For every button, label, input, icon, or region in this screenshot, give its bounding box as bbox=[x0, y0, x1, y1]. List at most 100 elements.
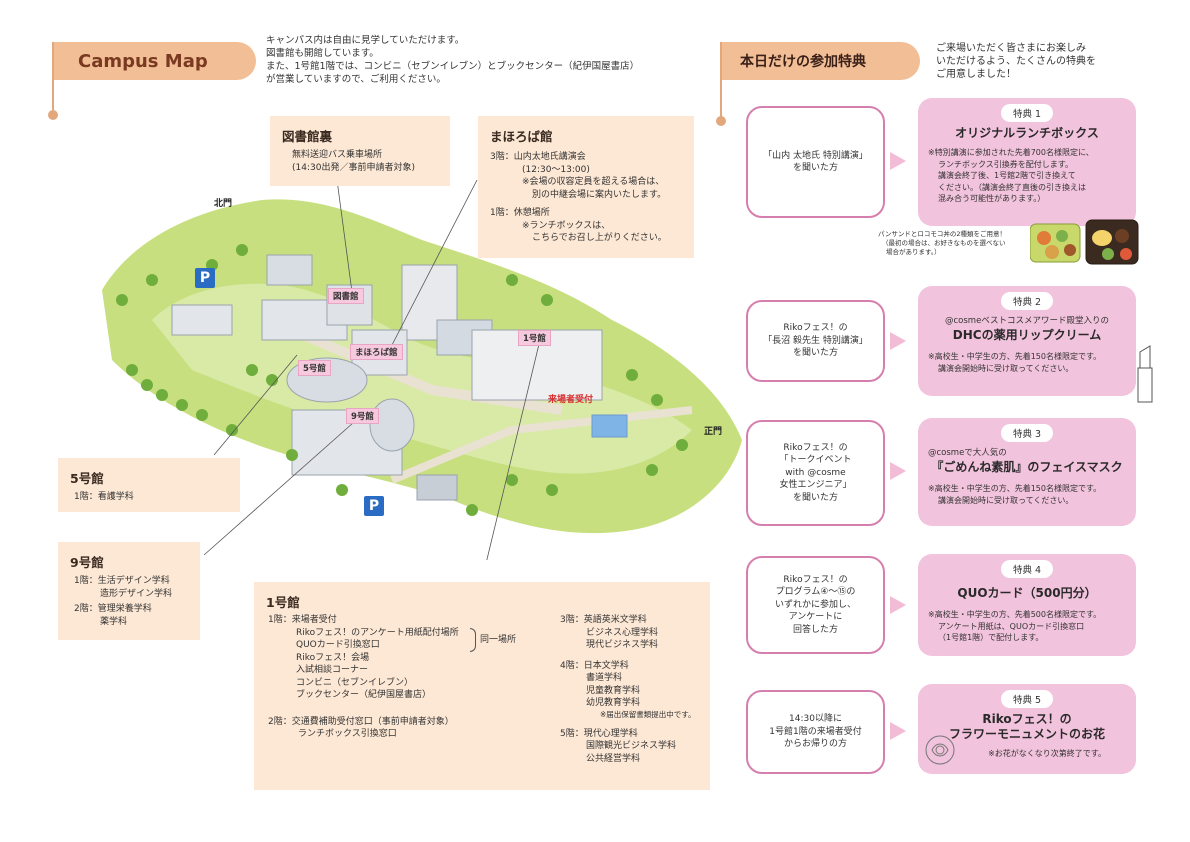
benefit-note: ※特別講演に参加された先着700名様限定に、 bbox=[928, 148, 1094, 157]
lipstick-icon bbox=[1132, 344, 1158, 408]
box-line: 1階：来場者受付 bbox=[268, 615, 337, 625]
box-line: こちらでお召し上がりください。 bbox=[532, 233, 667, 243]
map-label-north-gate: 北門 bbox=[214, 199, 233, 209]
box-line: 2階：交通費補助受付窓口（事前申請者対象） bbox=[268, 716, 454, 727]
cond-line: Rikoフェス！の bbox=[783, 574, 848, 585]
box-mahoroba: まほろば館 3階：山内太地氏講演会 (12:30～13:00) ※会場の収容定員… bbox=[478, 116, 694, 258]
box-bldg1: 1号館 1階：来場者受付 Rikoフェス！のアンケート用紙配付場所 QUOカード… bbox=[254, 582, 710, 790]
intro-line: いただけるよう、たくさんの特典を bbox=[936, 56, 1096, 67]
cond-line: 「トークイベント bbox=[779, 455, 852, 466]
parking-icon: P bbox=[364, 496, 384, 516]
benefit-3-condition: Rikoフェス！の 「トークイベント with @cosme 女性エンジニア」 … bbox=[746, 420, 885, 526]
campus-map-illustration: 図書館 まほろば館 5号館 9号館 1号館 来場者受付 北門 正門 P P bbox=[92, 179, 752, 581]
box-line: 3階：英語英米文学科 bbox=[560, 615, 647, 625]
benefits-tab-dot bbox=[716, 116, 726, 126]
box-line: ※会場の収容定員を超える場合は、 bbox=[522, 177, 665, 187]
box-line: (14:30出発／事前申請者対象) bbox=[292, 162, 415, 173]
intro-line: ご来場いただく皆さまにお楽しみ bbox=[936, 43, 1086, 54]
benefit-note: ※お花がなくなり次第終了です。 bbox=[988, 749, 1106, 758]
cond-line: 回答した方 bbox=[792, 624, 838, 635]
map-label-library[interactable]: 図書館 bbox=[328, 288, 364, 304]
benefits-tab-line bbox=[720, 42, 722, 118]
benefits-intro: ご来場いただく皆さまにお楽しみ いただけるよう、たくさんの特典を ご用意しました… bbox=[936, 42, 1176, 81]
benefit-title: オリジナルランチボックス bbox=[955, 126, 1099, 140]
cond-line: を聞いた方 bbox=[792, 492, 838, 503]
intro-line: が営業していますので、ご利用ください。 bbox=[266, 74, 446, 85]
box-note: ※届出保留書類提出中です。 bbox=[600, 709, 696, 719]
cond-line: プログラム④～⑮の bbox=[775, 587, 856, 598]
arrow-icon bbox=[890, 152, 906, 170]
box-line: 1階：休憩場所 bbox=[490, 208, 550, 218]
benefit-sub: @cosmeベストコスメアワード殿堂入りの bbox=[945, 316, 1109, 326]
box-line: Rikoフェス！会場 bbox=[296, 652, 370, 663]
benefit-5-card: 特典 5 Rikoフェス！の フラワーモニュメントのお花 ※お花がなくなり次第終… bbox=[918, 684, 1136, 774]
box-title: 1号館 bbox=[266, 595, 300, 610]
benefit-note: ※高校生・中学生の方、先着500名様限定です。 bbox=[928, 610, 1102, 619]
cond-line: アンケートに bbox=[788, 612, 843, 623]
benefit-note: ※高校生・中学生の方、先着150名様限定です。 bbox=[928, 484, 1102, 493]
box-line: 4階：日本文学科 bbox=[560, 660, 629, 671]
cond-line: 1号館1階の来場者受付 bbox=[769, 726, 862, 737]
benefit-4-card: 特典 4 QUOカード（500円分） ※高校生・中学生の方、先着500名様限定で… bbox=[918, 554, 1136, 656]
arrow-icon bbox=[890, 332, 906, 350]
caption-line: パンサンドとロコモコ丼の2種類をご用意！ bbox=[878, 230, 1006, 238]
box-line: ブックセンター（紀伊国屋書店） bbox=[296, 690, 432, 700]
benefit-note: ランチボックス引換券を配付します。 bbox=[938, 159, 1073, 169]
map-label-mahoroba[interactable]: まほろば館 bbox=[350, 344, 403, 360]
map-label-bldg1[interactable]: 1号館 bbox=[518, 330, 551, 346]
benefit-note: アンケート用紙は、QUOカード引換窓口 bbox=[938, 621, 1085, 631]
campus-map-tab-dot bbox=[48, 110, 58, 120]
benefit-4-condition: Rikoフェス！の プログラム④～⑮の いずれかに参加し、 アンケートに 回答し… bbox=[746, 556, 885, 654]
parking-icon: P bbox=[195, 268, 215, 288]
box-line: 5階：現代心理学科 bbox=[560, 728, 638, 739]
box-line: 2階：管理栄養学科 bbox=[74, 604, 152, 614]
bldg1-col2: 3階：英語英米文学科 ビジネス心理学科 現代ビジネス学科 4階：日本文学科 書道… bbox=[560, 614, 696, 765]
box-line: Rikoフェス！のアンケート用紙配付場所 bbox=[296, 627, 459, 638]
box-line: ビジネス心理学科 bbox=[586, 627, 659, 638]
benefit-badge: 特典 2 bbox=[1000, 292, 1054, 310]
cond-line: with @cosme bbox=[785, 467, 846, 478]
cond-line: 「山内 太地氏 特別講演」 bbox=[763, 150, 868, 161]
box-line: 入試相談コーナー bbox=[296, 665, 369, 675]
map-label-bldg9[interactable]: 9号館 bbox=[346, 408, 379, 424]
box-line: ※ランチボックスは、 bbox=[522, 220, 611, 231]
benefit-5-condition: 14:30以降に 1号館1階の来場者受付 からお帰りの方 bbox=[746, 690, 885, 774]
benefits-tab: 本日だけの参加特典 bbox=[720, 42, 920, 80]
same-place-brace bbox=[470, 628, 476, 652]
benefit-note: 講演会開始時に受け取ってください。 bbox=[938, 363, 1074, 373]
benefit-note: 混み合う可能性があります。） bbox=[938, 194, 1046, 203]
benefit-title: 『ごめんね素肌』のフェイスマスク bbox=[931, 460, 1123, 474]
map-label-bldg5[interactable]: 5号館 bbox=[298, 360, 331, 376]
benefit-title: Rikoフェス！の フラワーモニュメントのお花 bbox=[948, 712, 1105, 741]
campus-map-svg bbox=[102, 179, 742, 581]
benefit-1-condition: 「山内 太地氏 特別講演」 を聞いた方 bbox=[746, 106, 885, 218]
cond-line: いずれかに参加し、 bbox=[774, 599, 856, 610]
arrow-icon bbox=[890, 596, 906, 614]
campus-map-tab: Campus Map bbox=[52, 42, 256, 80]
benefits-title: 本日だけの参加特典 bbox=[740, 54, 866, 70]
box-line: 1階：看護学科 bbox=[74, 492, 134, 502]
box-line: 書道学科 bbox=[586, 673, 623, 683]
benefit-note: 講演会開始時に受け取ってください。 bbox=[938, 495, 1074, 505]
caption-line: 場合があります。） bbox=[886, 248, 941, 256]
lunchbox-caption: パンサンドとロコモコ丼の2種類をご用意！ （最初の場合は、お好きなものを選べない… bbox=[878, 230, 1006, 257]
arrow-icon bbox=[890, 462, 906, 480]
intro-line: 図書館も開館しています。 bbox=[266, 48, 379, 59]
campus-intro: キャンパス内は自由に見学していただけます。 図書館も開館しています。 また、1号… bbox=[266, 34, 706, 86]
cond-line: Rikoフェス！の bbox=[783, 442, 848, 453]
benefit-note: ください。（講演会終了直後の引き換えは bbox=[938, 182, 1086, 192]
benefit-3-card: 特典 3 @cosmeで大人気の 『ごめんね素肌』のフェイスマスク ※高校生・中… bbox=[918, 418, 1136, 526]
box-title: 5号館 bbox=[70, 471, 104, 486]
box-line: 現代ビジネス学科 bbox=[586, 640, 659, 650]
box-line: (12:30～13:00) bbox=[522, 164, 590, 175]
box-line: ランチボックス引換窓口 bbox=[298, 729, 397, 739]
map-label-main-gate: 正門 bbox=[704, 427, 723, 437]
cond-line: Rikoフェス！の bbox=[783, 323, 848, 334]
same-place-label: 同一場所 bbox=[480, 635, 517, 645]
box-line: 無料送迎バス乗車場所 bbox=[292, 150, 383, 160]
benefit-title: QUOカード（500円分） bbox=[957, 586, 1097, 600]
cond-line: 女性エンジニア」 bbox=[779, 480, 852, 491]
box-bldg5: 5号館 1階：看護学科 bbox=[58, 458, 240, 512]
benefit-note: （1号館1階）で配付します。 bbox=[938, 633, 1044, 642]
benefit-2-card: 特典 2 @cosmeベストコスメアワード殿堂入りの DHCの薬用リップクリーム… bbox=[918, 286, 1136, 396]
